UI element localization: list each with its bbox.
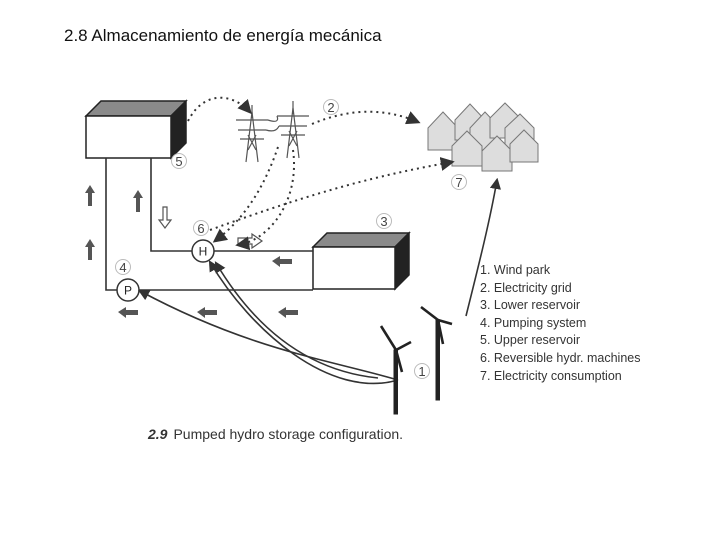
callout-2: 2 bbox=[327, 100, 334, 115]
slide-title: 2.8 Almacenamiento de energía mecánica bbox=[64, 26, 382, 45]
legend-item: 4. Pumping system bbox=[480, 315, 587, 330]
pump-node: P bbox=[116, 278, 140, 302]
legend-item: 6. Reversible hydr. machines bbox=[480, 350, 641, 365]
legend: 1. Wind park 2. Electricity grid 3. Lowe… bbox=[480, 262, 641, 385]
transmission-tower-icon bbox=[236, 101, 309, 163]
arrow-up-icon bbox=[85, 185, 95, 206]
callout-6: 6 bbox=[197, 221, 204, 236]
legend-item: 3. Lower reservoir bbox=[480, 298, 581, 313]
pipe-network bbox=[105, 158, 313, 291]
arrow-up-icon bbox=[85, 239, 95, 260]
arrow-left-icon bbox=[278, 307, 298, 318]
flow-arrows-hollow bbox=[157, 206, 264, 250]
turbine-letter: H bbox=[199, 245, 208, 259]
callout-3: 3 bbox=[380, 214, 387, 229]
legend-item: 1. Wind park bbox=[480, 263, 551, 277]
arrow-down-icon bbox=[157, 206, 173, 229]
wind-turbine-icon bbox=[379, 305, 453, 415]
callout-numbers: 1 2 3 4 5 6 7 bbox=[115, 99, 467, 379]
pump-letter: P bbox=[124, 284, 132, 298]
arrow-left-icon bbox=[118, 307, 138, 318]
callout-5: 5 bbox=[175, 154, 182, 169]
houses-icon bbox=[427, 102, 539, 172]
reversible-machine-node: H bbox=[191, 239, 215, 263]
wind-energy-flows bbox=[138, 177, 501, 385]
legend-item: 5. Upper reservoir bbox=[480, 333, 581, 348]
figure-caption: 2.9 Pumped hydro storage configuration. bbox=[148, 426, 403, 442]
callout-1: 1 bbox=[418, 364, 425, 379]
arrow-left-icon bbox=[197, 307, 217, 318]
electricity-flows bbox=[187, 96, 455, 251]
figure-number: 2.9 bbox=[148, 426, 168, 442]
legend-item: 7. Electricity consumption bbox=[480, 368, 622, 383]
arrow-left-icon bbox=[272, 256, 292, 267]
upper-reservoir-icon bbox=[84, 99, 188, 160]
legend-item: 2. Electricity grid bbox=[480, 280, 572, 295]
lower-reservoir-icon bbox=[311, 231, 411, 291]
caption-text: Pumped hydro storage configuration. bbox=[173, 426, 404, 442]
callout-4: 4 bbox=[119, 260, 126, 275]
callout-7: 7 bbox=[455, 175, 462, 190]
flow-arrows bbox=[85, 185, 298, 318]
arrow-up-icon bbox=[133, 190, 143, 212]
